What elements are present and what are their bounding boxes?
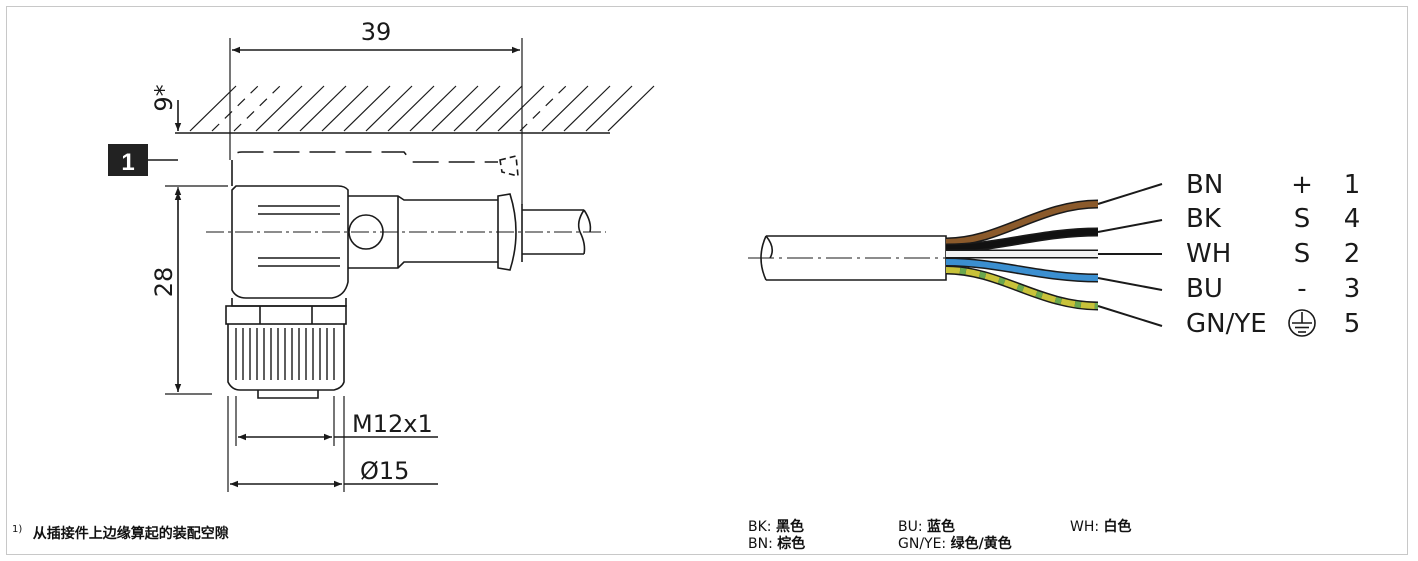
legend-key-bn: BN: [748, 536, 773, 552]
wire-symbol-bk: S [1294, 204, 1311, 234]
wire-lead-bu [1097, 277, 1163, 291]
knurling [235, 328, 335, 380]
legend-key-gnye: GN/YE: [898, 536, 947, 552]
pinout-table: BN BK WH BU GN/YE + S S - 1 4 2 3 5 [1186, 170, 1360, 339]
nut-collar [231, 298, 347, 307]
coupling-nut [227, 324, 345, 391]
hatch-line [387, 85, 435, 132]
hatch-line [453, 85, 501, 132]
cable-break-end [583, 209, 592, 233]
cable-gland-hidden [499, 154, 519, 178]
surface-hatching [189, 85, 655, 132]
connector-outline-hidden [231, 151, 498, 186]
pin-number-2: 2 [1344, 239, 1361, 269]
hatch-line [343, 85, 391, 132]
hatch-line [497, 85, 545, 132]
legend-key-wh: WH: [1070, 519, 1100, 535]
thread-label: M12x1 [352, 410, 433, 438]
legend-bn: BN: 棕色 [748, 536, 805, 553]
hatch-line [321, 85, 369, 132]
wire-code-bn: BN [1186, 170, 1223, 200]
wire-code-bu: BU [1186, 274, 1223, 304]
cable-diagram [748, 235, 947, 281]
legend-value-bu: 蓝色 [927, 519, 956, 535]
wire-lead-bn [1097, 183, 1163, 205]
hatch-line [475, 85, 523, 132]
wire-gnye-green-stripe [945, 267, 1099, 309]
hatch-line [277, 85, 325, 132]
hatch-line [189, 85, 237, 132]
legend-gnye: GN/YE: 绿色/黄色 [898, 536, 1012, 553]
hatch-line [431, 85, 479, 132]
clearance-dimension-label: 9* [150, 84, 178, 111]
hatch-line [255, 85, 303, 132]
drawing-frame [6, 6, 1408, 555]
pin-number-5: 5 [1344, 309, 1361, 339]
legend-key-bu: BU: [898, 519, 923, 535]
wire-code-wh: WH [1186, 239, 1231, 269]
cable-break [577, 209, 586, 255]
earth-ground-icon [1288, 309, 1316, 337]
footnote-text: 从插接件上边缘算起的装配空隙 [32, 525, 229, 542]
connector-body [231, 185, 349, 299]
wire-lead-gnye [1097, 305, 1163, 327]
hatch-line [541, 85, 589, 132]
legend-value-bk: 黑色 [775, 519, 804, 535]
hatch-line [585, 85, 633, 132]
hatch-line [607, 85, 655, 132]
wires [945, 183, 1163, 327]
cable-exit [348, 195, 498, 269]
wire-symbol-bu: - [1297, 274, 1306, 304]
pin-number-4: 4 [1344, 204, 1361, 234]
nut-hex [225, 305, 347, 325]
nut-end [257, 390, 319, 399]
legend-bk: BK: 黑色 [748, 519, 804, 536]
diameter-label: Ø15 [360, 457, 409, 485]
width-dimension-label: 39 [361, 18, 392, 46]
callout-number: 1 [121, 149, 134, 176]
cable-jacket [522, 209, 584, 255]
wire-bk [945, 229, 1099, 251]
height-dimension-label: 28 [150, 267, 178, 298]
legend-wh: WH: 白色 [1070, 519, 1132, 536]
hatch-line [233, 85, 281, 132]
hatch-line [409, 85, 457, 132]
connector-drawing [148, 38, 655, 492]
legend-value-wh: 白色 [1103, 519, 1132, 535]
wire-bu [945, 259, 1099, 281]
wire-symbol-bn: + [1291, 170, 1313, 200]
hatch-line [299, 85, 347, 132]
footnote: 1) 从插接件上边缘算起的装配空隙 [12, 521, 229, 543]
wire-lead-bk [1097, 219, 1163, 233]
pin-number-3: 3 [1344, 274, 1361, 304]
legend-value-gnye: 绿色/黄色 [950, 536, 1012, 552]
pin-number-1: 1 [1344, 170, 1361, 200]
legend-bu: BU: 蓝色 [898, 519, 955, 536]
hatch-line [519, 85, 567, 132]
hatch-line [211, 85, 259, 132]
footnote-marker: 1) [12, 524, 23, 535]
callout-box [108, 144, 148, 176]
legend-value-bn: 棕色 [777, 536, 806, 552]
wire-code-gnye: GN/YE [1186, 309, 1267, 339]
hatch-line [563, 85, 611, 132]
legend-key-bk: BK: [748, 519, 772, 535]
cable-sheath-break-inner [765, 235, 774, 259]
wire-symbol-wh: S [1294, 239, 1311, 269]
wire-bn [945, 201, 1099, 245]
wire-code-bk: BK [1186, 204, 1222, 234]
hatch-line [365, 85, 413, 132]
cable-gland [497, 193, 517, 271]
